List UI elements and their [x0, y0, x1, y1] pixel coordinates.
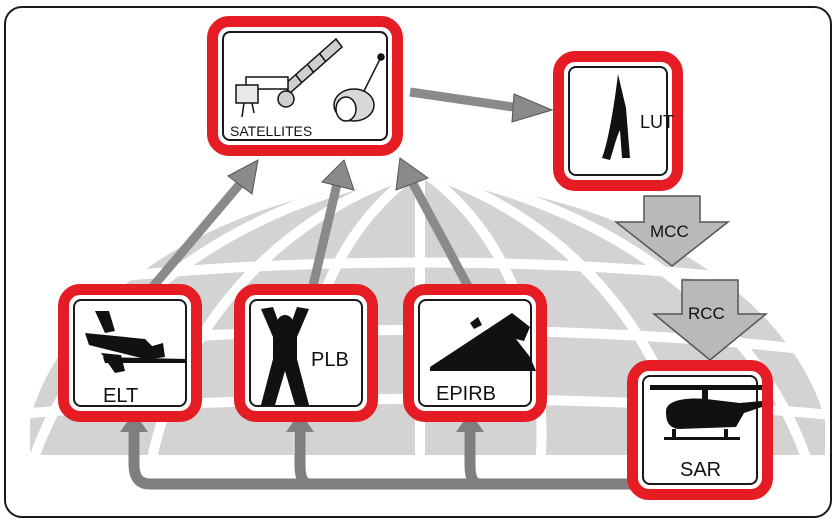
lut-node: LUT [553, 51, 683, 191]
sar-label: SAR [680, 459, 721, 482]
plb-label: PLB [311, 349, 349, 372]
satellites-label: SATELLITES [230, 123, 312, 139]
arrow-head-plb [322, 160, 354, 190]
epirb-label: EPIRB [436, 383, 496, 406]
rcc-label: RCC [688, 304, 725, 324]
satellites-to-lut-arrow [410, 92, 552, 122]
epirb-node: EPIRB [403, 284, 547, 422]
satellites-node: SATELLITES [207, 16, 403, 156]
elt-label: ELT [103, 385, 138, 408]
lut-label: LUT [640, 112, 674, 133]
sar-node: SAR [627, 360, 773, 500]
plb-node: PLB [234, 284, 378, 422]
elt-node: ELT [58, 284, 202, 422]
mcc-label: MCC [650, 222, 689, 242]
